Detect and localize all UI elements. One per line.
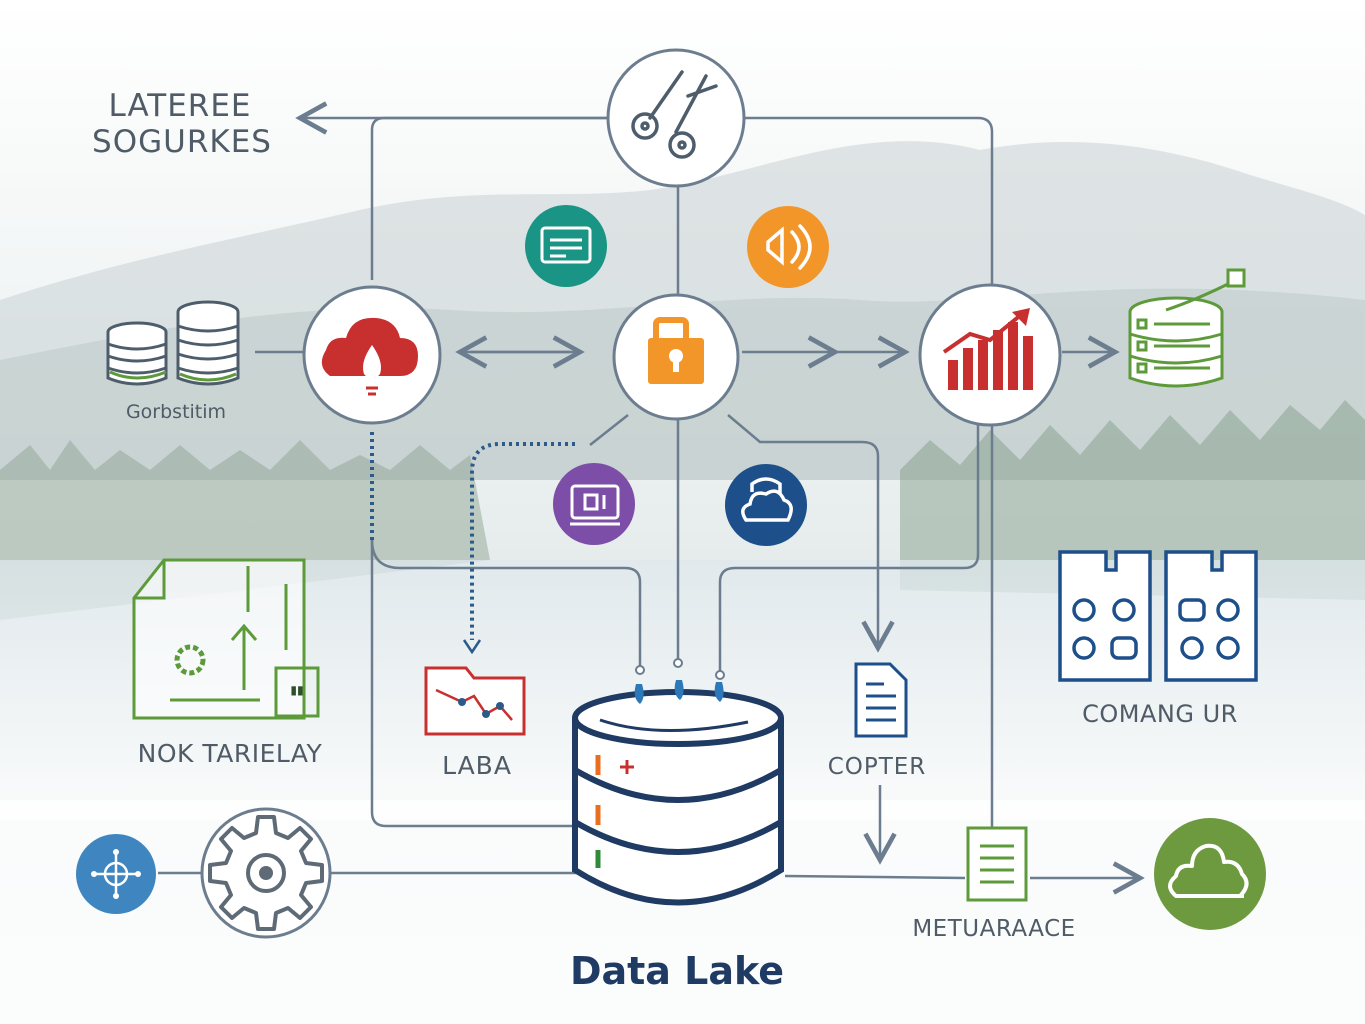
orange-audio-node [747, 206, 829, 288]
terminal-icon [540, 226, 592, 264]
copter-group: COPTER [828, 662, 927, 780]
control-panel-icon [1058, 550, 1258, 682]
laba-group: LABA [424, 666, 526, 780]
document-icon [854, 662, 908, 738]
teal-terminal-node [525, 205, 607, 287]
line-lock-to-purple [589, 414, 629, 446]
db-stack-label: Gorbstitim [126, 401, 226, 423]
connector-lines [158, 101, 1145, 895]
comang-label: COMANG UR [1082, 700, 1238, 728]
line-chart-folder-icon [424, 666, 526, 736]
copter-label: COPTER [828, 754, 927, 780]
arrow-lock-to-copter [727, 414, 895, 653]
line-cloud-to-lake [370, 540, 580, 828]
gear-icon [208, 815, 324, 931]
gear-node [200, 807, 332, 939]
server-rack-group [1128, 268, 1246, 388]
server-rack-icon [1128, 268, 1246, 388]
lock-node [612, 293, 740, 421]
cloud-upload-icon [321, 317, 418, 396]
sources-label-line1: LATEREE [108, 88, 251, 124]
sources-label: LATEREE SOGURKES [92, 88, 272, 160]
notebook-label: NOK TARIELAY [138, 739, 323, 768]
navy-cloud-node [725, 464, 807, 546]
metadata-group: METUARAACE [912, 826, 1075, 942]
purple-monitor-node [553, 463, 635, 545]
cloud-tree-node [1154, 818, 1266, 930]
line-cloud-to-lake-top [370, 539, 642, 670]
page-title: Data Lake [570, 949, 784, 993]
monitor-icon [570, 484, 620, 526]
metadata-document-icon [966, 826, 1028, 902]
dotted-line-to-laba [470, 442, 575, 640]
scissors-icon [631, 70, 718, 159]
laba-label: LABA [442, 751, 512, 780]
database-icon [572, 689, 784, 906]
notebook-group: ▮▮ NOK TARIELAY [132, 558, 323, 768]
sources-label-line2: SOGURKES [92, 124, 272, 160]
metadata-label: METUARAACE [912, 916, 1075, 942]
data-lake-database [572, 658, 784, 906]
analytics-node [918, 283, 1062, 427]
cloud-upload-node [302, 285, 442, 425]
globe-network-node [76, 834, 156, 914]
cloud-icon [741, 477, 793, 522]
control-panel-group: COMANG UR [1058, 550, 1258, 728]
database-stack-icon [106, 300, 240, 386]
document-chart-icon [132, 558, 320, 720]
line-analytics-to-lake [718, 420, 980, 672]
scissors-node [606, 48, 746, 188]
cloud-tree-icon [1168, 843, 1249, 898]
line-top-to-analytics [745, 116, 994, 290]
dotted-arrow-head [462, 639, 482, 655]
database-stack-group: Gorbstitim [106, 300, 240, 423]
bar-chart-icon [942, 308, 1033, 390]
sound-icon [766, 224, 812, 270]
notebook-mini-glyph: ▮▮ [290, 683, 303, 697]
line-lake-to-metadata [784, 874, 966, 880]
lock-icon [648, 317, 704, 384]
